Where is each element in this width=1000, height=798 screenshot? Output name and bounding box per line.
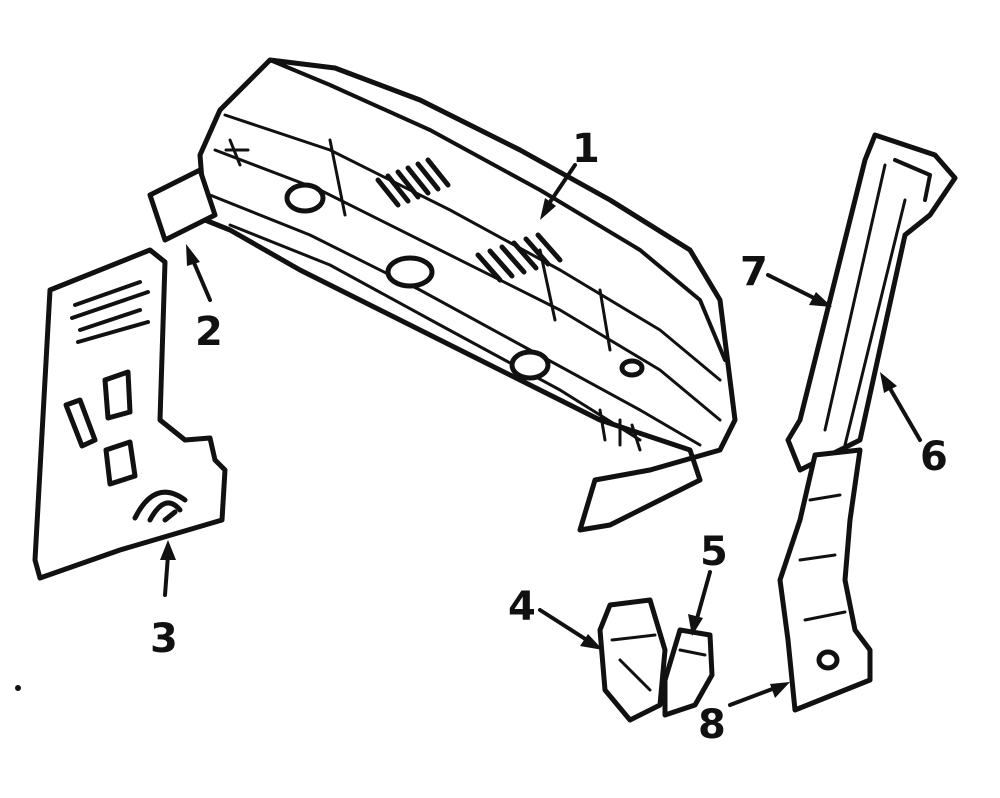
callout-1: 1 xyxy=(572,126,600,172)
vent-slots-left xyxy=(375,157,451,208)
round-hole xyxy=(619,358,645,378)
panel-square-hole-1 xyxy=(102,369,133,421)
oval-hole-2 xyxy=(385,255,435,289)
panel-slot-hole xyxy=(63,397,98,449)
callout-6: 6 xyxy=(920,434,948,480)
part-3-side-panel xyxy=(32,247,228,581)
part-8-pillar-lower xyxy=(777,447,873,713)
callout-3: 3 xyxy=(150,616,178,662)
part-6-7-pillar xyxy=(785,132,958,473)
callout-2: 2 xyxy=(195,309,223,355)
pillar-hole xyxy=(816,649,840,671)
callout-7: 7 xyxy=(740,249,768,295)
leader-arrows xyxy=(160,163,922,707)
part-5-bracket xyxy=(662,627,715,718)
callout-4: 4 xyxy=(508,584,536,630)
callout-5: 5 xyxy=(700,529,728,575)
oval-hole-3 xyxy=(509,349,551,381)
panel-square-hole-2 xyxy=(103,439,138,487)
part-4-bracket xyxy=(597,597,668,723)
part-1-cowl-panel xyxy=(147,57,738,533)
callout-labels: 1 2 3 4 5 6 7 8 xyxy=(150,126,948,748)
oval-hole-1 xyxy=(284,182,326,214)
vent-slots-right xyxy=(475,232,563,283)
stray-dot xyxy=(15,685,21,691)
callout-8: 8 xyxy=(698,702,726,748)
